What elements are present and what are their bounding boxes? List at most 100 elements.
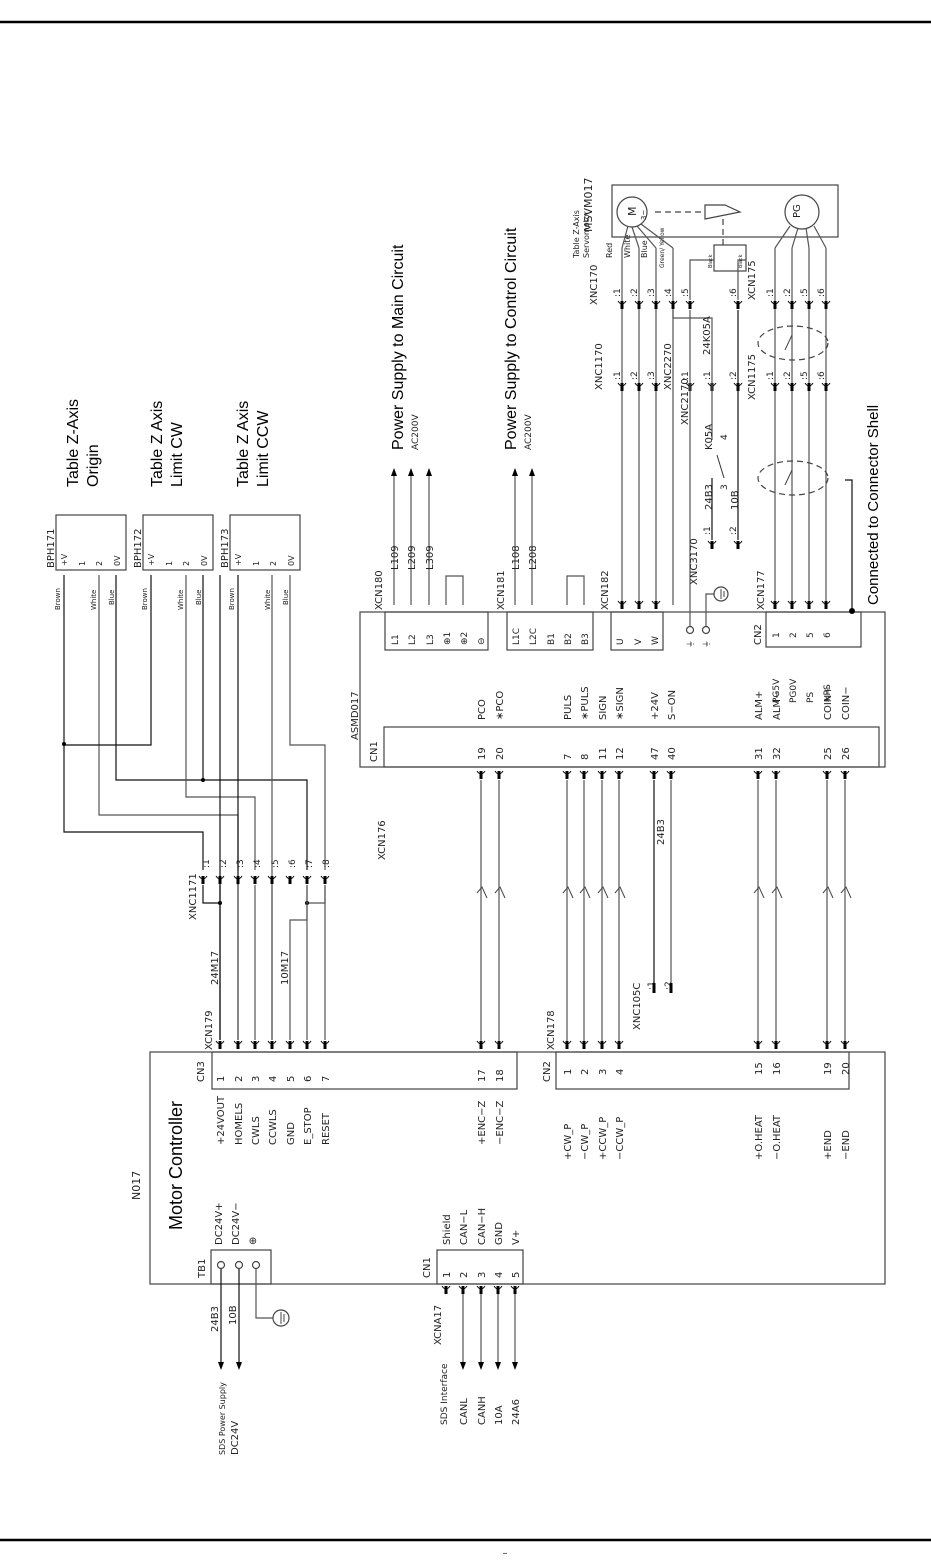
wire-color: White	[177, 590, 185, 610]
svg-text:Black: Black	[708, 254, 714, 268]
wire-label: 10B	[228, 1305, 239, 1325]
svg-text:⊕: ⊕	[248, 1237, 259, 1245]
connector-label: XNC1170	[594, 343, 605, 390]
pin-socket	[822, 770, 832, 775]
svg-text::1: :1	[202, 859, 212, 868]
sensor-title-2: Limit CW	[169, 421, 186, 487]
signal-label: S−ON	[667, 690, 678, 720]
svg-text:PS: PS	[806, 692, 816, 703]
svg-text:⏚: ⏚	[702, 640, 711, 648]
pin-label: +V	[147, 553, 156, 566]
motor-lead	[621, 225, 629, 249]
pin-socket	[476, 1040, 486, 1045]
pin-number: 31	[754, 747, 765, 760]
svg-text::4: :4	[253, 859, 263, 868]
pin-socket	[579, 770, 589, 775]
arrow-head	[478, 1362, 484, 1370]
sds-wire-label: CANL	[459, 1398, 470, 1425]
pin-socket	[666, 770, 676, 775]
pin-number: :6	[817, 288, 827, 297]
pin-socket	[753, 770, 763, 775]
pin-number: :5	[800, 371, 810, 380]
svg-text:L309: L309	[425, 545, 436, 570]
svg-text:Red: Red	[605, 243, 614, 258]
connector-label: XCN181	[496, 570, 507, 610]
svg-text::6: :6	[288, 859, 298, 868]
pin-label: 1	[252, 561, 261, 566]
pin-label: 2	[182, 561, 191, 566]
pin-number: 5	[286, 1076, 297, 1082]
pin-socket	[267, 1040, 277, 1045]
svg-text:⊕2: ⊕2	[460, 632, 470, 645]
signal-label: V+	[511, 1230, 522, 1245]
pin-number: :1	[703, 371, 713, 380]
pin-socket	[770, 600, 780, 605]
cable-break-mark	[562, 886, 574, 899]
sds-wire-label: 24A6	[511, 1399, 522, 1425]
signal-label: GND	[286, 1122, 297, 1145]
signal-label: +ENC−Z	[477, 1100, 488, 1145]
signal-label: GND	[494, 1222, 505, 1245]
sds-interface-title: SDS Interface	[440, 1363, 450, 1425]
sensor-title: Table Z Axis	[235, 401, 252, 487]
pin-socket	[771, 770, 781, 775]
pin-number: :1	[681, 371, 691, 380]
svg-text:B3: B3	[581, 633, 591, 645]
sensor-id: BPH171	[46, 529, 57, 569]
pin-number: :1	[766, 371, 776, 380]
svg-text:DC24V+: DC24V+	[214, 1202, 225, 1245]
svg-text:L209: L209	[407, 545, 418, 570]
signal-label: E_STOP	[303, 1107, 314, 1145]
pin-number: 12	[615, 747, 626, 760]
svg-text:Table Z-Axis: Table Z-Axis	[572, 210, 581, 259]
wire-label: 10M17	[280, 951, 291, 985]
pin-socket	[579, 1040, 589, 1045]
connector-label: XNC170	[589, 265, 600, 305]
sensor-bph173: BPH173 Table Z Axis Limit CCW +V 1 2 0V …	[220, 401, 301, 610]
pin-number: 3	[477, 1272, 488, 1278]
connector-label: XCN176	[377, 820, 388, 860]
svg-text:L3: L3	[426, 634, 436, 645]
pin-socket	[494, 1040, 504, 1045]
pin-socket	[733, 300, 743, 305]
cable-break-mark	[771, 886, 783, 899]
pin-number: :1	[613, 371, 623, 380]
connector-label: XCN180	[374, 570, 385, 610]
connector-label: XCN177	[756, 570, 767, 610]
pin-socket	[821, 382, 831, 387]
pin-number: 5	[511, 1272, 522, 1278]
pin-socket	[302, 875, 312, 880]
signal-label: PULS	[563, 695, 574, 720]
signal-cable	[215, 770, 852, 1049]
pin-number: 7	[563, 754, 574, 760]
svg-text:5: 5	[806, 632, 816, 638]
signal-label: SIGN	[598, 695, 609, 720]
sensor-id: BPH172	[133, 529, 144, 569]
pin-label: 1	[165, 561, 174, 566]
signal-label: CAN−L	[459, 1209, 470, 1245]
pin-number: :6	[729, 288, 739, 297]
pin-socket	[840, 1040, 850, 1045]
pin-number: :3	[647, 371, 657, 380]
pin-socket	[753, 1040, 763, 1045]
svg-text::7: :7	[305, 859, 315, 868]
pin-socket	[215, 875, 225, 880]
svg-text:4: 4	[720, 434, 730, 440]
controller-title: Motor Controller	[166, 1101, 186, 1230]
pin-number: 8	[580, 754, 591, 760]
cn-label: CN1	[422, 1257, 433, 1278]
connector-label: XNC1171	[188, 873, 199, 920]
connector-label: XNC3170	[689, 538, 700, 585]
relay-id: K05A	[704, 424, 715, 450]
pin-number: 3	[251, 1076, 262, 1082]
pin-number: :2	[630, 288, 640, 297]
pin-number: 4	[494, 1272, 505, 1278]
wire-label: 24M17	[210, 951, 221, 985]
sensor-id: BPH173	[220, 529, 231, 569]
sensor-title-2: Origin	[85, 444, 102, 487]
pin-socket	[707, 540, 717, 545]
cn-label: CN2	[542, 1061, 553, 1082]
pin-number: :1	[613, 288, 623, 297]
pin-socket	[840, 770, 850, 775]
cable-break-mark	[494, 886, 506, 899]
